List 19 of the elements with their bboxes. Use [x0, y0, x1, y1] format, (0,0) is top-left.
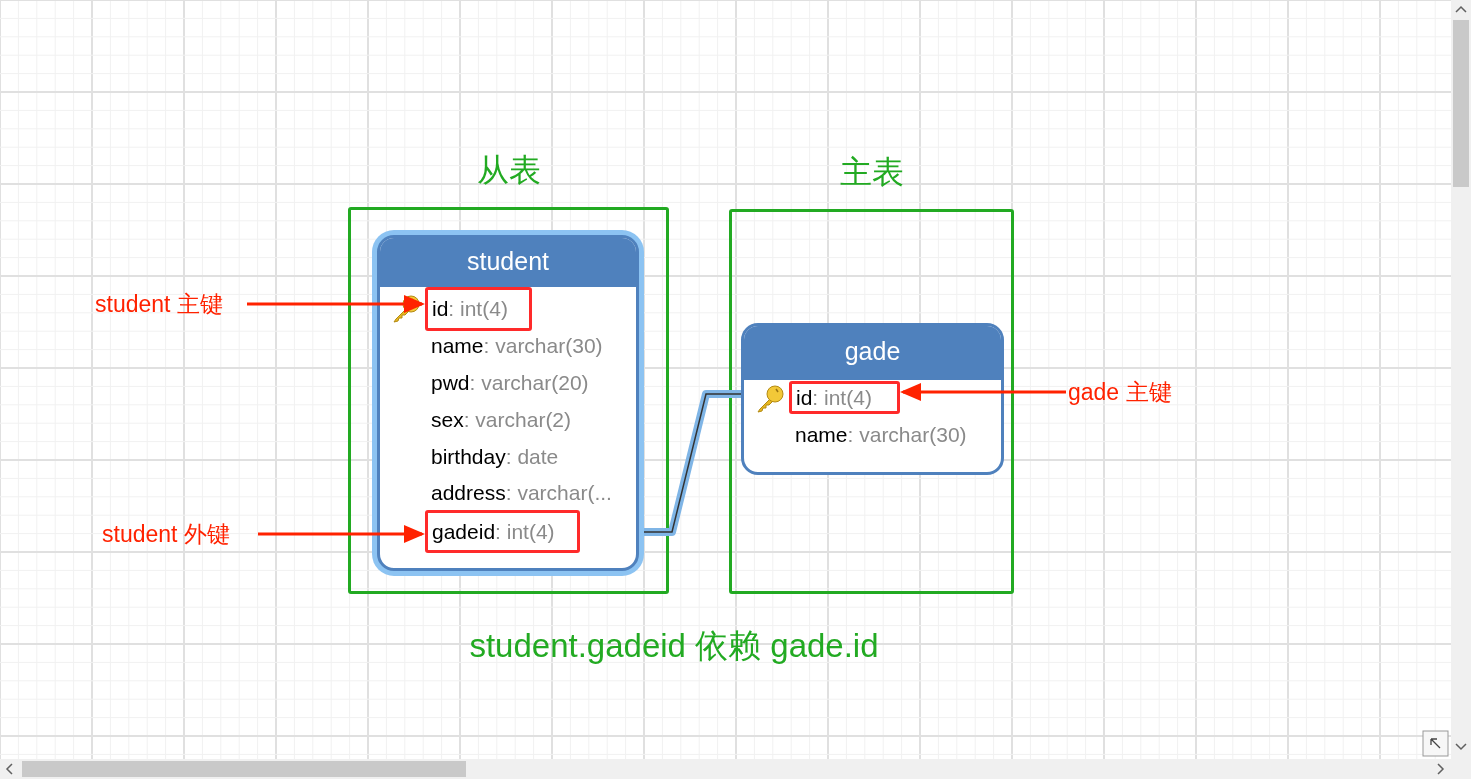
- highlight-box: id: int(4): [789, 381, 900, 414]
- field-row-text: name: varchar(30): [431, 333, 603, 359]
- annotation-text: student 主键: [95, 289, 245, 319]
- field-row-text: birthday: date: [431, 444, 559, 470]
- highlight-box: gadeid: int(4): [425, 510, 580, 553]
- table-card: [372, 230, 644, 576]
- field-row-text: name: varchar(30): [795, 422, 967, 448]
- table-title: gade: [843, 336, 902, 367]
- group-heading: 主表: [838, 153, 905, 192]
- group-heading: 从表: [475, 151, 542, 190]
- annotation-text: gade 主键: [1068, 377, 1188, 407]
- highlight-box: id: int(4): [425, 287, 532, 331]
- field-row-text: pwd: varchar(20): [431, 370, 589, 396]
- caption: student.gadeid 依赖 gade.id: [468, 626, 880, 666]
- field-row-text: address: varchar(...: [431, 480, 612, 506]
- annotation-text: student 外键: [102, 519, 254, 549]
- table-title: student: [466, 246, 550, 277]
- field-row-text: sex: varchar(2): [431, 407, 572, 433]
- table-card: [741, 323, 1004, 475]
